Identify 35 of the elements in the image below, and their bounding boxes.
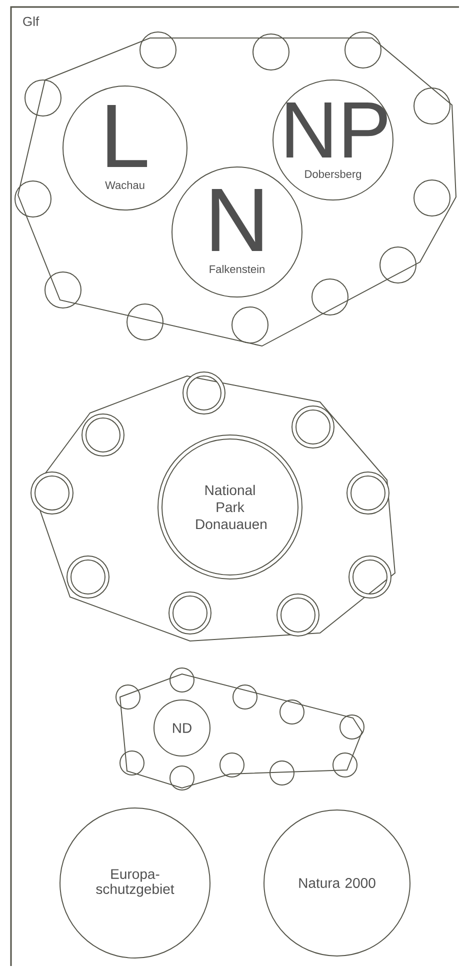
small-circle: [170, 668, 194, 692]
area-circle: [272, 80, 394, 200]
area-name: Falkenstein: [210, 264, 264, 274]
area-circle: [62, 86, 188, 210]
area-name: Dobersberg: [305, 170, 362, 180]
small-circle: [140, 32, 176, 68]
small-circle: [344, 32, 382, 68]
small-circle: [82, 414, 124, 456]
small-circle: [116, 684, 140, 710]
area-circle: [154, 700, 210, 756]
small-circle: [14, 180, 52, 218]
area-circle: [60, 808, 210, 958]
area-name: Wachau: [105, 180, 144, 190]
small-circle: [126, 304, 164, 340]
area-name: Europa- schutzgebiet: [96, 869, 174, 897]
small-circle: [270, 760, 294, 786]
area-name: Natura 2000: [299, 878, 376, 888]
small-circle: [252, 34, 290, 70]
large-letter: N: [212, 189, 262, 251]
area-name: ND: [173, 723, 192, 733]
small-circle: [168, 592, 212, 634]
small-circle: [182, 372, 226, 414]
small-circle: [30, 472, 74, 514]
area-circle: [172, 166, 302, 298]
small-circle: [276, 594, 320, 636]
large-letter: NP: [286, 102, 387, 158]
large-letter: L: [107, 105, 148, 167]
corner-label: Glf: [23, 16, 40, 26]
area-circle: [264, 810, 410, 956]
small-circle: [292, 406, 334, 448]
area-circle: [158, 434, 302, 580]
small-circle: [348, 556, 392, 598]
area-name: National Park Donauauen: [196, 484, 266, 530]
small-circle: [346, 472, 390, 514]
small-circle: [66, 556, 110, 598]
